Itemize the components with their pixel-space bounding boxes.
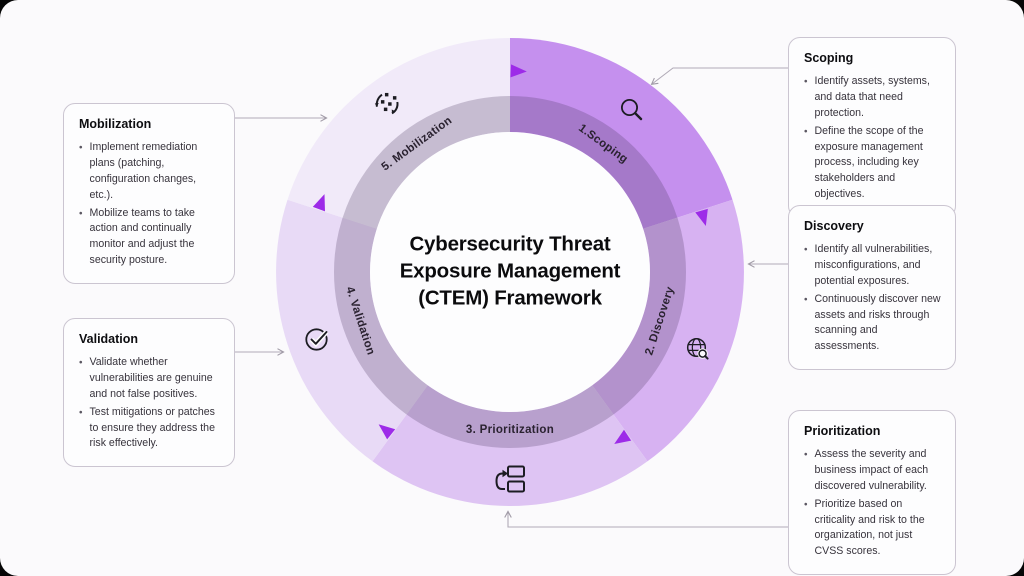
callout-discovery-title: Discovery: [804, 219, 864, 233]
bullet-text: Identify assets, systems, and data that …: [814, 75, 930, 119]
callout-mobilization-title: Mobilization: [79, 117, 152, 131]
callout-prioritization-title: Prioritization: [804, 424, 881, 438]
callout-discovery-list: • Identify all vulnerabilities, misconfig…: [804, 242, 941, 355]
bullet-dot: •: [79, 357, 83, 369]
list-item: • Identify all vulnerabilities, misconfig…: [804, 242, 941, 290]
globe-search-icon: [686, 337, 709, 360]
distribute-dots-icon: [374, 92, 399, 115]
callout-scoping: Scoping • Identify assets, systems, and d…: [788, 37, 956, 219]
bullet-dot: •: [804, 499, 808, 511]
list-item: • Mobilize teams to take action and conti…: [79, 206, 220, 270]
list-item: • Test mitigations or patches to ensure t…: [79, 405, 220, 453]
bullet-dot: •: [79, 142, 83, 154]
list-item: • Identify assets, systems, and data that…: [804, 74, 941, 122]
flow-arrow-discovery: [695, 208, 708, 227]
callout-discovery: Discovery • Identify all vulnerabilities,…: [788, 205, 956, 371]
callout-scoping-title: Scoping: [804, 51, 854, 65]
flow-arrow-mobilization: [312, 194, 325, 212]
callout-mobilization-list: • Implement remediation plans (patching, …: [79, 140, 220, 269]
bullet-text: Continuously discover new assets and ris…: [814, 292, 941, 353]
bullet-text: Validate whether vulnerabilities are gen…: [89, 356, 213, 400]
diagram-title-line1: Cybersecurity Threat: [409, 232, 611, 256]
connector-prioritization: [504, 510, 790, 528]
callout-prioritization-list: • Assess the severity and business impact…: [804, 447, 941, 560]
flow-arrow-validation: [378, 424, 396, 440]
callout-mobilization: Mobilization • Implement remediation plan…: [63, 103, 235, 285]
bullet-dot: •: [804, 76, 808, 88]
connector-scoping: [650, 67, 788, 86]
bullet-dot: •: [804, 244, 808, 256]
ring-label-prioritization: 3. Prioritization: [465, 424, 555, 436]
list-item: • Validate whether vulnerabilities are ge…: [79, 355, 220, 403]
bullet-text: Test mitigations or patches to ensure th…: [89, 405, 215, 450]
bullet-text: Prioritize based on criticality and risk…: [814, 497, 925, 558]
list-item: • Define the scope of the exposure manage…: [804, 124, 941, 203]
callout-validation-list: • Validate whether vulnerabilities are ge…: [79, 355, 220, 452]
diagram-title: Cybersecurity Threat Exposure Management…: [370, 230, 650, 311]
diagram-title-line2: Exposure Management: [399, 259, 621, 283]
bullet-text: Mobilize teams to take action and contin…: [89, 206, 195, 267]
list-item: • Prioritize based on criticality and ris…: [804, 497, 941, 561]
bullet-dot: •: [79, 208, 83, 220]
ring-label-scoping: 1.Scoping: [576, 122, 630, 166]
ring-label-mobilization: 5. Mobilization: [379, 114, 455, 174]
callout-validation: Validation • Validate whether vulnerabili…: [63, 318, 235, 468]
bullet-text: Identify all vulnerabilities, misconfigu…: [814, 243, 933, 287]
bullet-dot: •: [804, 126, 808, 138]
callout-scoping-list: • Identify assets, systems, and data that…: [804, 74, 941, 203]
list-item: • Implement remediation plans (patching, …: [79, 140, 220, 204]
bullet-dot: •: [79, 407, 83, 419]
bullet-dot: •: [804, 294, 808, 306]
flow-arrow-scoping: [510, 64, 527, 78]
bullet-text: Assess the severity and business impact …: [814, 448, 929, 492]
check-circle-icon: [305, 328, 329, 351]
callout-prioritization: Prioritization • Assess the severity and …: [788, 410, 956, 576]
bullet-text: Define the scope of the exposure managem…: [814, 124, 924, 201]
bullet-dot: •: [804, 449, 808, 461]
search-icon: [621, 99, 643, 121]
reorder-boxes-icon: [495, 465, 525, 493]
bullet-text: Implement remediation plans (patching, c…: [89, 141, 198, 201]
callout-validation-title: Validation: [79, 332, 139, 346]
list-item: • Assess the severity and business impact…: [804, 447, 941, 495]
diagram-title-line3: (CTEM) Framework: [418, 286, 602, 310]
list-item: • Continuously discover new assets and ri…: [804, 292, 941, 356]
flow-arrow-prioritization: [614, 429, 632, 445]
